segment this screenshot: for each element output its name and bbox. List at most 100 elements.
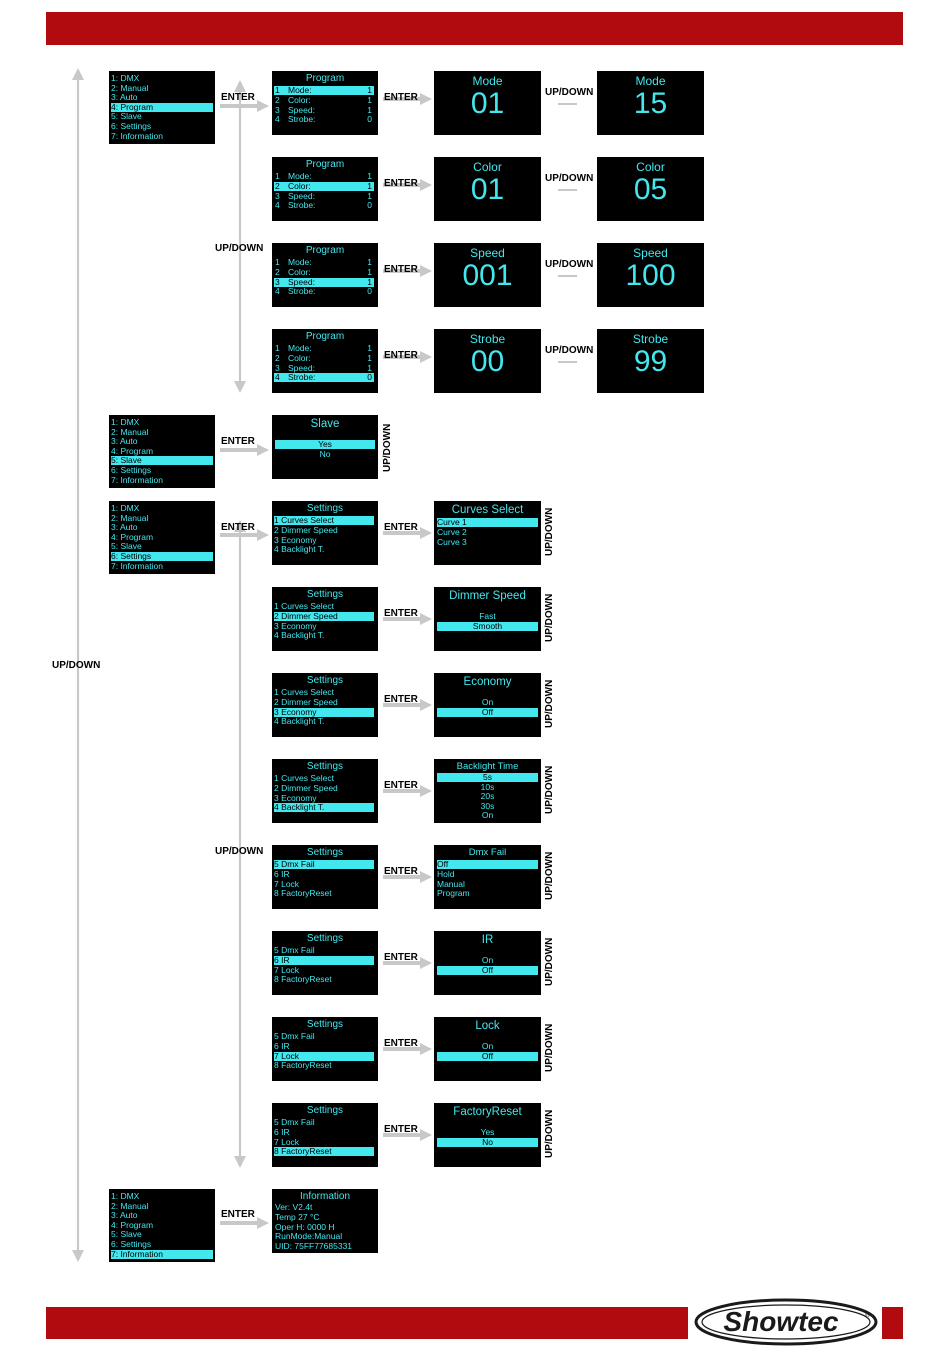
settings-row: 3 Economy xyxy=(274,792,317,803)
enter-label: ENTER xyxy=(221,436,255,447)
footer-band xyxy=(46,1307,688,1339)
settings-title: Settings xyxy=(306,847,344,858)
submenu-option: 20s xyxy=(480,791,495,802)
up-down-label: UP/DOWN xyxy=(545,87,594,98)
enter-arrow-settings-sub-0-head xyxy=(420,527,432,539)
slave-option: Yes xyxy=(275,440,375,449)
settings-row: 8 FactoryReset xyxy=(274,1147,374,1157)
main-menu-item: 2: Manual xyxy=(111,426,149,437)
main-menu-item: 7: Information xyxy=(111,1249,213,1259)
program-row-num: 4 xyxy=(275,286,280,297)
enter-arrow-program-value-3-head xyxy=(420,351,432,363)
settings-row: 7 Lock xyxy=(274,1136,300,1147)
program-row-value: 0 xyxy=(367,114,372,125)
up-down-label: UP/DOWN xyxy=(545,345,594,356)
up-down-label-vertical: UP/DOWN xyxy=(544,593,555,642)
settings-row: 2 Dimmer Speed xyxy=(274,524,338,535)
submenu-option: Off xyxy=(437,965,538,975)
value-title: Color xyxy=(636,160,665,174)
value-title: Color xyxy=(473,160,502,174)
main-menu-item: 6: Settings xyxy=(111,1239,152,1249)
settings-title: Settings xyxy=(306,589,344,600)
program-row-value: 1 xyxy=(367,180,372,191)
enter-arrow-settings-sub-7-head xyxy=(420,1129,432,1141)
program-row-value: 1 xyxy=(367,171,372,181)
program-row-num: 3 xyxy=(275,104,280,115)
main-up-down-arrow-head-up xyxy=(72,68,84,80)
program-up-down-arrow-head-up xyxy=(234,80,246,92)
main-menu-item: 5: Slave xyxy=(111,1229,142,1240)
information-line: Temp 27 °C xyxy=(275,1211,320,1222)
submenu-option: Manual xyxy=(437,878,465,889)
program-title: Program xyxy=(305,331,345,342)
main-menu-item: 6: Settings xyxy=(111,465,152,475)
settings-row: 8 FactoryReset xyxy=(274,888,332,899)
settings-row: 3 Economy xyxy=(274,534,317,545)
up-down-label-vertical: UP/DOWN xyxy=(544,1023,555,1072)
submenu-title: IR xyxy=(481,934,494,946)
main-menu-item: 4: Program xyxy=(111,1219,154,1230)
main-menu-item: 6: Settings xyxy=(111,121,152,131)
enter-arrow-program-head xyxy=(257,100,269,112)
enter-label: ENTER xyxy=(221,92,255,103)
program-row-label: Speed: xyxy=(288,104,315,115)
main-menu-item: 6: Settings xyxy=(111,552,213,561)
submenu-option: 30s xyxy=(480,800,495,811)
enter-label: ENTER xyxy=(384,264,418,275)
program-row-label: Strobe: xyxy=(288,114,316,125)
showtec-logo: Showtec ® xyxy=(694,1298,878,1346)
submenu-option: No xyxy=(437,1137,538,1147)
submenu-option: 10s xyxy=(480,781,495,792)
settings-row: 1 Curves Select xyxy=(274,687,334,697)
submenu-title: Economy xyxy=(463,676,512,688)
enter-arrow-information-head xyxy=(257,1217,269,1229)
settings-row: 7 Lock xyxy=(274,964,300,975)
program-row-label: Strobe: xyxy=(288,200,316,211)
program-row-num: 2 xyxy=(275,266,280,277)
enter-arrow-settings-sub-5-head xyxy=(420,957,432,969)
main-menu-item: 4: Program xyxy=(111,445,154,456)
enter-label: ENTER xyxy=(384,694,418,705)
enter-label: ENTER xyxy=(384,1038,418,1049)
settings-row: 2 Dimmer Speed xyxy=(274,782,338,793)
submenu-option: Curve 2 xyxy=(437,526,467,537)
enter-label: ENTER xyxy=(384,1124,418,1135)
settings-row: 7 Lock xyxy=(274,1051,374,1061)
settings-row: 6 IR xyxy=(274,1126,290,1137)
value-number: 05 xyxy=(633,173,668,206)
value-number: 15 xyxy=(633,87,668,120)
main-menu-item: 5: Slave xyxy=(111,541,142,552)
settings-title: Settings xyxy=(306,675,344,686)
submenu-option: Off xyxy=(437,860,538,869)
up-down-label: UP/DOWN xyxy=(52,660,101,671)
program-row-value: 1 xyxy=(367,94,372,105)
submenu-title: Curves Select xyxy=(451,504,524,516)
svg-text:®: ® xyxy=(865,1311,871,1319)
settings-row: 6 IR xyxy=(274,868,290,879)
up-down-label-vertical: UP/DOWN xyxy=(544,851,555,900)
value-number: 001 xyxy=(462,259,513,292)
program-row-num: 1 xyxy=(275,343,280,353)
enter-arrow-settings-head xyxy=(257,529,269,541)
program-row-value: 0 xyxy=(367,286,372,297)
program-row-label: Speed: xyxy=(288,276,315,287)
program-row-value: 1 xyxy=(367,266,372,277)
program-title: Program xyxy=(305,159,345,170)
enter-label: ENTER xyxy=(384,866,418,877)
